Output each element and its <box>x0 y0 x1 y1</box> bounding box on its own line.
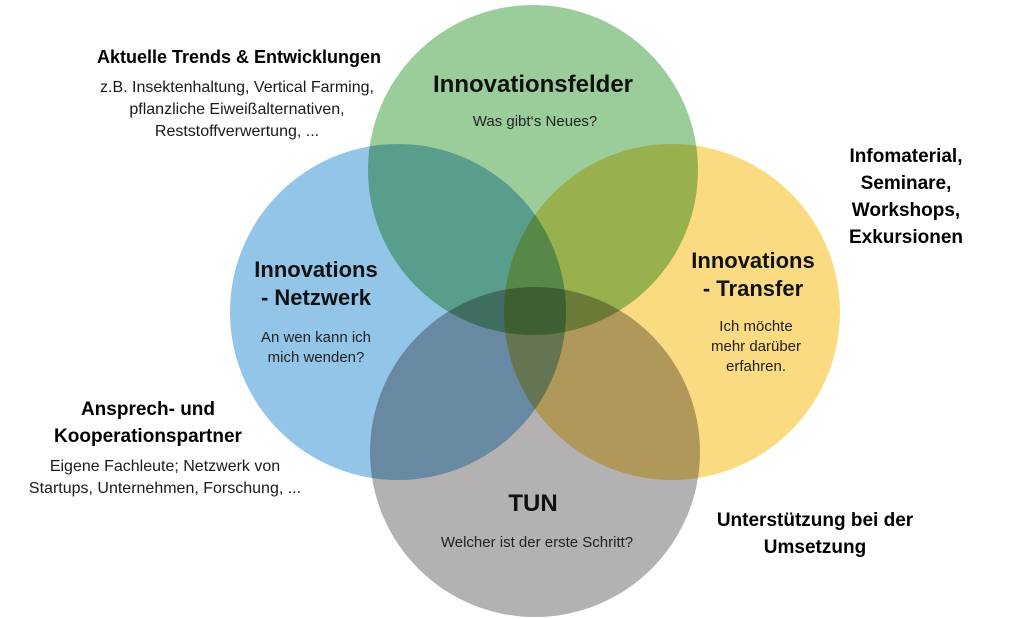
tun-title: TUN <box>508 490 558 517</box>
annotation-partners-heading: Ansprech- und Kooperationspartner <box>54 399 242 447</box>
innovations-netzwerk-subtitle: An wen kann ich mich wenden? <box>260 329 372 366</box>
innovations-transfer-subtitle: Ich möchte mehr darüber erfahren. <box>710 318 802 375</box>
circle-tun <box>370 287 700 617</box>
innovationsfelder-title: Innovationsfelder <box>432 71 634 98</box>
annotation-partners-body: Eigene Fachleute; Netzwerk von Startups,… <box>28 458 302 497</box>
annotation-trends-body: z.B. Insektenhaltung, Vertical Farming, … <box>100 79 374 140</box>
annotation-infomaterial-heading: Infomaterial, Seminare, Workshops, Exkur… <box>848 146 964 248</box>
innovationsfelder-subtitle: Was gibt‘s Neues? <box>472 113 598 130</box>
annotation-trends-heading: Aktuelle Trends & Entwicklungen <box>96 47 382 67</box>
innovations-transfer-title: Innovations - Transfer <box>691 248 815 301</box>
tun-subtitle: Welcher ist der erste Schritt? <box>440 534 634 551</box>
annotation-support-heading: Unterstützung bei der Umsetzung <box>716 510 914 558</box>
innovations-netzwerk-title: Innovations - Netzwerk <box>254 257 378 310</box>
